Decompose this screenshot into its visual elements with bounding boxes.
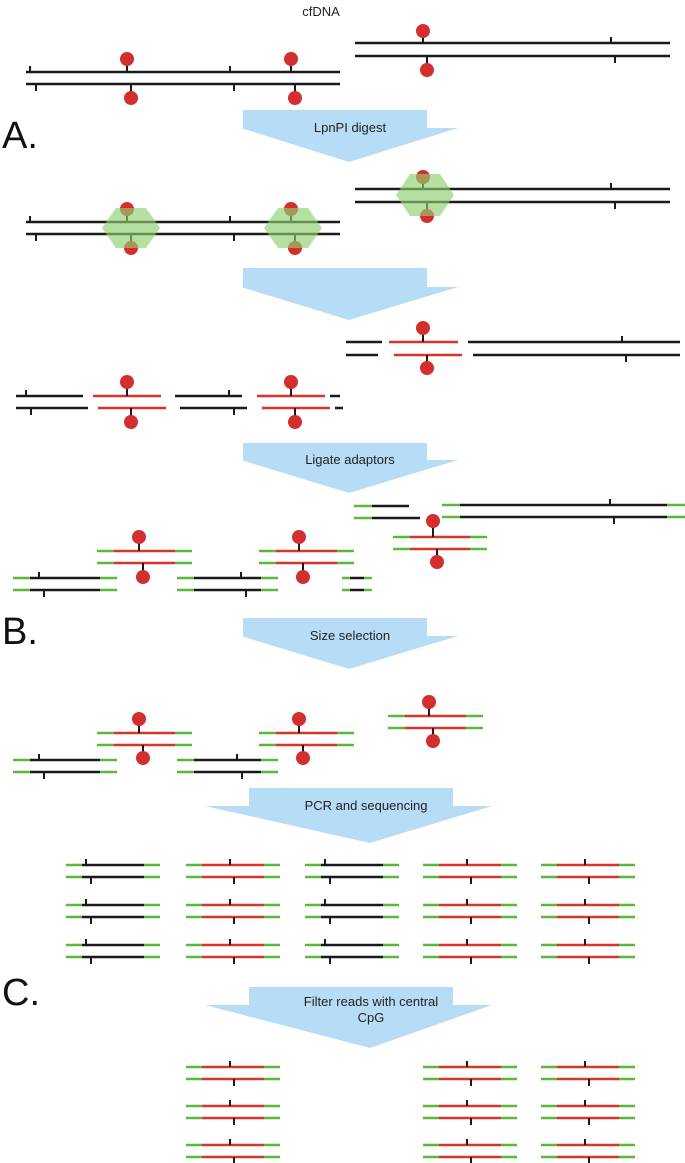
cpg-read	[423, 939, 517, 964]
methyl-mark-icon	[284, 52, 302, 105]
section-label-a: A.	[2, 115, 38, 157]
cpg-read	[186, 1061, 280, 1086]
step-label-ligate: Ligate adaptors	[305, 452, 395, 467]
step-arrow-ligate: Ligate adaptors	[241, 443, 458, 493]
cpg-read	[186, 1139, 280, 1163]
cpg-read	[186, 899, 280, 924]
section-label-b: B.	[2, 611, 38, 653]
methyl-mark-icon	[120, 52, 138, 105]
enzyme-bound-dna-right	[355, 170, 670, 223]
size-selected-fragments	[13, 695, 483, 779]
cpg-read	[541, 1100, 635, 1125]
methyl-mark-icon	[132, 712, 150, 765]
methyl-mark-icon	[132, 530, 150, 584]
cpg-read	[423, 1139, 517, 1163]
step-arrow-cleave	[241, 268, 458, 320]
cpg-read	[541, 1139, 635, 1163]
filtered-reads	[186, 1061, 635, 1163]
digested-fragments	[16, 321, 680, 429]
enzyme-icon	[396, 174, 454, 216]
cpg-read	[541, 899, 635, 924]
methyl-mark-icon	[292, 530, 310, 584]
cpg-read	[423, 859, 517, 884]
enzyme-bound-dna-left	[26, 202, 340, 255]
section-label-c: C.	[2, 972, 40, 1014]
methyl-mark-icon	[120, 375, 138, 429]
cpg-read	[423, 899, 517, 924]
step-label-pcr: PCR and sequencing	[305, 798, 428, 813]
non-cpg-read	[66, 899, 160, 924]
methyl-mark-icon	[416, 321, 434, 375]
cpg-read	[186, 1100, 280, 1125]
cpg-read	[541, 859, 635, 884]
methyl-mark-icon	[284, 375, 302, 429]
enzyme-icon	[264, 208, 322, 248]
step-arrow-filter: Filter reads with central CpG	[205, 987, 492, 1048]
intact-dna-right	[355, 24, 670, 77]
step-label-filter-line1: Filter reads with central	[304, 994, 438, 1009]
step-label-size-selection: Size selection	[310, 628, 390, 643]
cpg-read	[186, 859, 280, 884]
diagram-title: cfDNA	[302, 4, 340, 19]
step-label-filter-line2: CpG	[358, 1010, 385, 1025]
step-label-digest: LpnPI digest	[314, 120, 387, 135]
step-arrow-digest: LpnPI digest	[241, 110, 458, 162]
methyl-mark-icon	[292, 712, 310, 765]
non-cpg-read	[305, 939, 399, 964]
adaptor-ligated-fragments	[13, 499, 685, 597]
non-cpg-read	[305, 859, 399, 884]
methyl-mark-icon	[422, 695, 440, 748]
methyl-mark-icon	[416, 24, 434, 77]
enzyme-icon	[102, 208, 160, 248]
intact-dna-left	[26, 52, 340, 105]
cpg-read	[423, 1061, 517, 1086]
cpg-read	[541, 939, 635, 964]
methyl-mark-icon	[426, 514, 444, 569]
step-arrow-size-selection: Size selection	[241, 618, 458, 669]
non-cpg-read	[305, 899, 399, 924]
non-cpg-read	[66, 939, 160, 964]
cpg-read	[541, 1061, 635, 1086]
cpg-read	[423, 1100, 517, 1125]
cpg-read	[186, 939, 280, 964]
sequencing-reads	[66, 859, 635, 964]
non-cpg-read	[66, 859, 160, 884]
step-arrow-pcr: PCR and sequencing	[205, 788, 492, 843]
